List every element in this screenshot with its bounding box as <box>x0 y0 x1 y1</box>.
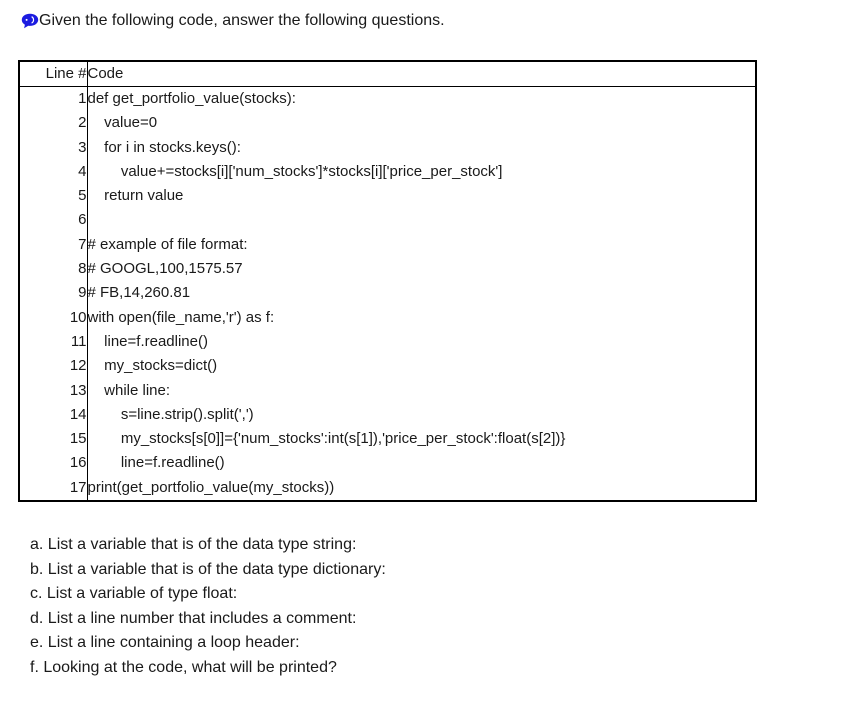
table-row: 14 s=line.strip().split(',') <box>19 402 756 428</box>
code-cell: my_stocks[s[0]]={'num_stocks':int(s[1]),… <box>87 430 566 448</box>
prompt-row: Given the following code, answer the fol… <box>21 10 845 32</box>
table-row: 13 while line: <box>19 378 756 403</box>
table-row: 2 value=0 <box>19 111 756 136</box>
code-cell: while line: <box>87 381 171 399</box>
code-cell: for i in stocks.keys(): <box>87 138 241 156</box>
code-cell: # FB,14,260.81 <box>87 284 191 302</box>
question-d: d. List a line number that includes a co… <box>30 609 357 627</box>
code-cell: print(get_portfolio_value(my_stocks)) <box>87 478 335 496</box>
line-number: 10 <box>19 305 88 330</box>
line-number: 15 <box>19 427 88 452</box>
column-header-code: Code <box>87 61 756 87</box>
code-cell: value+=stocks[i]['num_stocks']*stocks[i]… <box>87 162 503 180</box>
line-number: 13 <box>19 378 88 403</box>
code-cell: def get_portfolio_value(stocks): <box>87 90 296 107</box>
code-cell: s=line.strip().split(',') <box>87 405 254 423</box>
line-number: 6 <box>19 208 88 233</box>
code-cell: # example of file format: <box>87 235 248 253</box>
table-row: 15 my_stocks[s[0]]={'num_stocks':int(s[1… <box>19 427 756 452</box>
question-c: c. List a variable of type float: <box>30 585 238 603</box>
line-number: 3 <box>19 135 88 160</box>
line-number: 14 <box>19 402 88 428</box>
code-cell: line=f.readline() <box>87 332 208 350</box>
line-number: 17 <box>19 475 88 502</box>
table-row: 4 value+=stocks[i]['num_stocks']*stocks[… <box>19 159 756 185</box>
line-number: 12 <box>19 354 88 379</box>
column-header-line-number: Line # <box>19 61 88 87</box>
table-row: 8# GOOGL,100,1575.57 <box>19 257 756 282</box>
line-number: 16 <box>19 451 88 476</box>
code-cell: my_stocks=dict() <box>87 357 218 375</box>
table-row: 3 for i in stocks.keys(): <box>19 135 756 160</box>
line-number: 7 <box>19 232 88 258</box>
document-page: Given the following code, answer the fol… <box>0 10 845 709</box>
line-number: 8 <box>19 257 88 282</box>
comment-icon <box>21 13 39 29</box>
code-cell <box>87 208 756 232</box>
line-number: 9 <box>19 281 88 306</box>
table-row: 9# FB,14,260.81 <box>19 281 756 306</box>
code-cell: value=0 <box>87 114 158 132</box>
question-a: a. List a variable that is of the data t… <box>30 536 357 554</box>
line-number: 5 <box>19 184 88 209</box>
code-cell: return value <box>87 187 184 205</box>
code-cell: line=f.readline() <box>87 454 225 472</box>
line-number: 1 <box>19 86 88 112</box>
table-row: 5 return value <box>19 184 756 209</box>
line-number: 2 <box>19 111 88 136</box>
table-row: 11 line=f.readline() <box>19 329 756 355</box>
table-header-row: Line # Code <box>19 61 756 87</box>
questions-block: a. List a variable that is of the data t… <box>30 533 845 680</box>
line-number: 11 <box>19 329 88 355</box>
page-title: Given the following code, answer the fol… <box>39 12 445 29</box>
code-cell: with open(file_name,'r') as f: <box>87 308 275 326</box>
question-f: f. Looking at the code, what will be pri… <box>30 658 337 676</box>
question-b: b. List a variable that is of the data t… <box>30 560 386 578</box>
code-cell: # GOOGL,100,1575.57 <box>87 260 243 278</box>
question-e: e. List a line containing a loop header: <box>30 634 300 652</box>
table-row: 6 <box>19 208 756 233</box>
table-row: 16 line=f.readline() <box>19 451 756 476</box>
line-number: 4 <box>19 159 88 185</box>
table-row: 7# example of file format: <box>19 232 756 258</box>
table-row: 12 my_stocks=dict() <box>19 354 756 379</box>
